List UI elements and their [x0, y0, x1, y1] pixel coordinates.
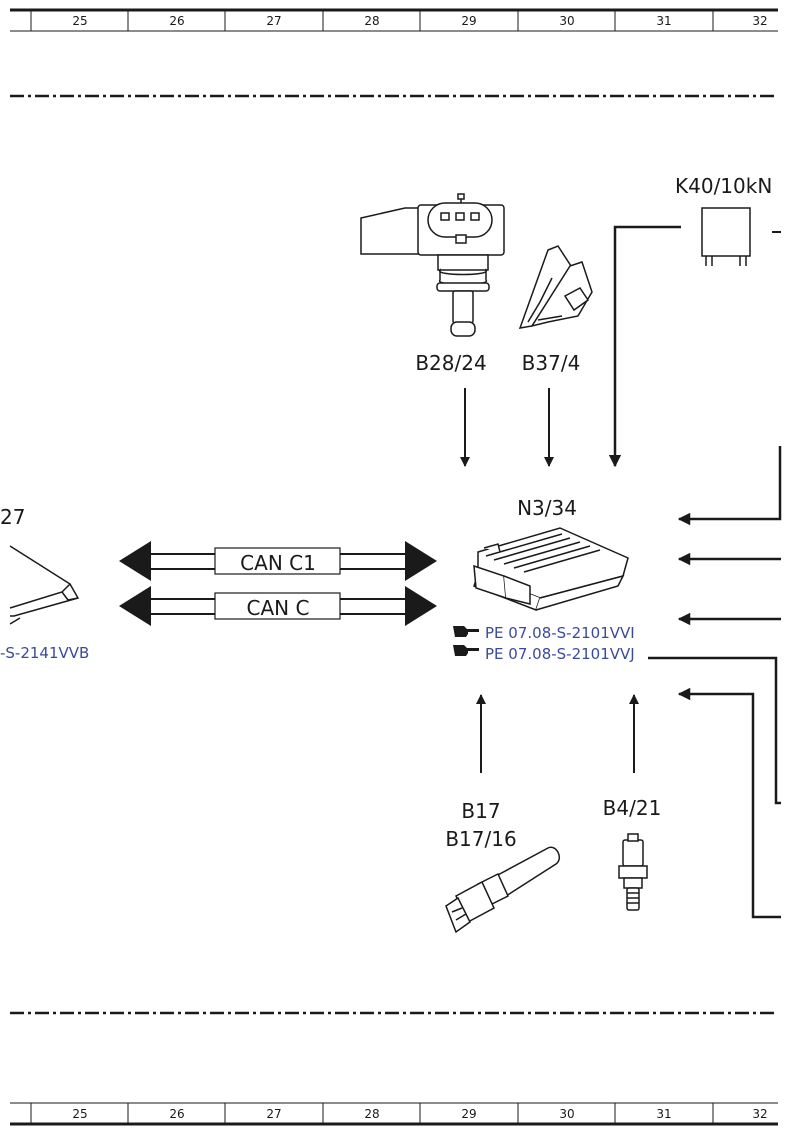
sensor-b4-21-icon	[618, 833, 648, 911]
top-ruler: 25 26 27 28 29 30 31 32	[10, 8, 778, 32]
label-b37-4: B37/4	[522, 351, 581, 375]
ruler-number: 26	[169, 14, 184, 28]
label-b28-24: B28/24	[415, 351, 486, 375]
can-bus-c1: CAN C1	[119, 541, 437, 581]
sensor-b17-icon	[445, 846, 560, 934]
sensor-b28-24-icon	[360, 193, 505, 337]
ruler-number: 28	[364, 14, 379, 28]
wire-right-out	[648, 656, 781, 805]
reference-left-link[interactable]: -S-2141VVB	[0, 644, 89, 662]
reference-vvj-link[interactable]: PE 07.08-S-2101VVJ	[485, 645, 635, 663]
wire-right-in	[677, 687, 781, 919]
relay-k40-icon	[701, 207, 751, 266]
ruler-number: 28	[364, 1107, 379, 1121]
ruler-number: 30	[559, 14, 574, 28]
label-k40: K40/10kN	[675, 174, 772, 198]
reference-vvi-link[interactable]: PE 07.08-S-2101VVI	[485, 624, 635, 642]
ruler-number: 31	[656, 1107, 671, 1121]
wire-right-1	[677, 446, 782, 526]
label-b17-16: B17/16	[445, 827, 516, 851]
control-unit-n3-34-icon	[473, 527, 629, 611]
ruler-number: 30	[559, 1107, 574, 1121]
label-b4-21: B4/21	[603, 796, 662, 820]
ruler-number: 29	[461, 1107, 476, 1121]
label-left-unit: 27	[0, 505, 25, 529]
ruler-number: 27	[266, 1107, 281, 1121]
label-b17: B17	[461, 799, 500, 823]
ruler-number: 26	[169, 1107, 184, 1121]
can-c-label: CAN C	[247, 596, 310, 620]
ruler-number: 29	[461, 14, 476, 28]
ruler-number: 27	[266, 14, 281, 28]
ruler-number: 25	[72, 14, 87, 28]
can-c1-label: CAN C1	[240, 551, 316, 575]
ruler-number: 31	[656, 14, 671, 28]
arrow-k40	[608, 225, 681, 468]
hand-pointer-icon	[453, 626, 479, 656]
ruler-number: 25	[72, 1107, 87, 1121]
ruler-number: 32	[752, 14, 767, 28]
sensor-b37-4-icon	[518, 245, 593, 329]
ruler-number: 32	[752, 1107, 767, 1121]
control-unit-left-icon	[9, 545, 80, 625]
label-n3-34: N3/34	[517, 496, 577, 520]
bottom-ruler: 25 26 27 28 29 30 31 32	[10, 1102, 778, 1126]
can-bus-c: CAN C	[119, 586, 437, 626]
